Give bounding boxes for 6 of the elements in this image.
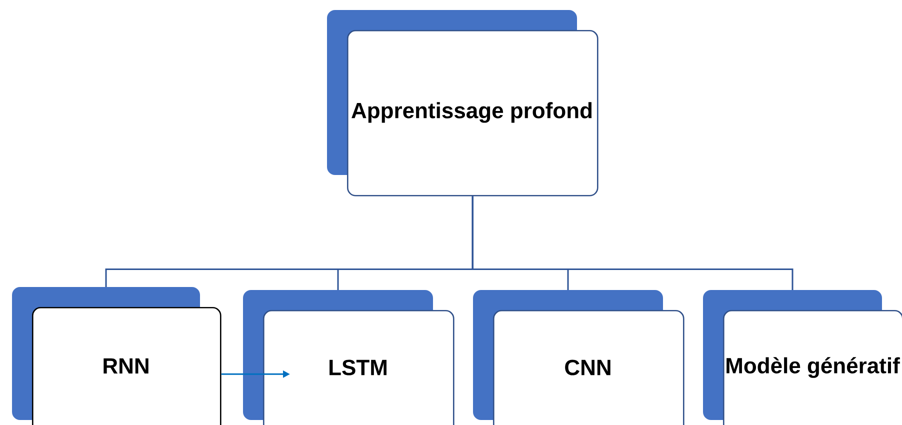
connector-line [472, 196, 794, 290]
box: LSTM [243, 290, 454, 425]
box: Modèle génératif [703, 290, 902, 425]
box: RNN [12, 287, 222, 425]
box: CNN [473, 290, 684, 425]
box: Apprentissage profond [327, 10, 598, 196]
